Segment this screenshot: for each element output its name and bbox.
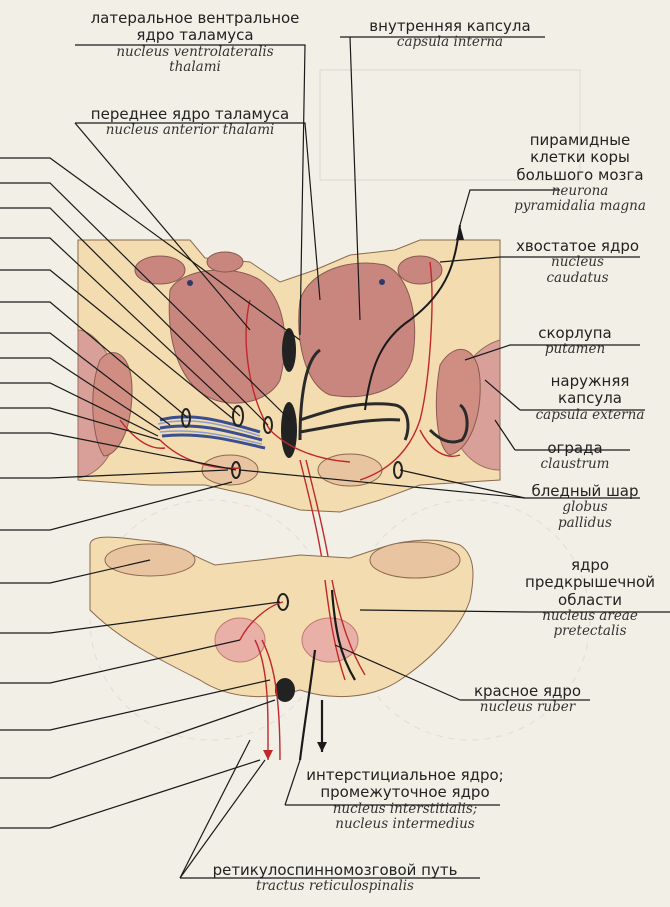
label-ru-line: клетки коры bbox=[495, 149, 665, 166]
label-ru-line: скорлупа bbox=[505, 325, 645, 342]
label-ru-line: внутренняя капсула bbox=[340, 18, 560, 35]
left-lower-nucleus bbox=[202, 455, 258, 485]
label-ru-line: латеральное вентральное bbox=[60, 10, 330, 27]
label-ru-line: красное ядро bbox=[455, 683, 600, 700]
left-top-nucleus bbox=[135, 256, 185, 284]
label-interstitial: интерстициальное ядро; промежуточное ядр… bbox=[285, 767, 525, 833]
label-la-line: thalami bbox=[60, 60, 330, 76]
label-la-line: pallidus bbox=[515, 516, 655, 532]
label-claustrum: ограда claustrum bbox=[510, 440, 640, 473]
label-ru-line: ретикулоспинномозговой путь bbox=[180, 862, 490, 879]
label-ru-line: ядро таламуса bbox=[60, 27, 330, 44]
right-dot bbox=[379, 279, 385, 285]
label-caudate: хвостатое ядро nucleus caudatus bbox=[495, 238, 660, 286]
left-dot bbox=[187, 280, 193, 286]
label-la-line: nucleus ruber bbox=[455, 700, 600, 716]
label-la-line: pretectalis bbox=[515, 624, 665, 640]
label-putamen: скорлупа putamen bbox=[505, 325, 645, 358]
label-ru-line: интерстициальное ядро; bbox=[285, 767, 525, 784]
label-la-line: globus bbox=[515, 500, 655, 516]
label-la-line: nucleus areae bbox=[515, 609, 665, 625]
label-ru-line: переднее ядро таламуса bbox=[65, 106, 315, 123]
label-ru-line: пирамидные bbox=[495, 132, 665, 149]
label-ru-line: ядро bbox=[515, 557, 665, 574]
left-top-nucleus-2 bbox=[207, 252, 243, 272]
label-la-line: caudatus bbox=[495, 271, 660, 287]
label-reticulospinal: ретикулоспинномозговой путь tractus reti… bbox=[180, 862, 490, 895]
label-ru-line: предкрышечной bbox=[515, 574, 665, 591]
label-ru-line: большого мозга bbox=[495, 167, 665, 184]
label-anterior-thalamus: переднее ядро таламуса nucleus anterior … bbox=[65, 106, 315, 139]
label-ru-line: хвостатое ядро bbox=[495, 238, 660, 255]
label-ru-line: капсула bbox=[515, 390, 665, 407]
label-la-line: claustrum bbox=[510, 457, 640, 473]
label-la-line: tractus reticulospinalis bbox=[180, 879, 490, 895]
label-capsula-externa: наружняя капсула capsula externa bbox=[515, 373, 665, 423]
third-ventricle-bottom bbox=[281, 402, 297, 458]
label-la-line: putamen bbox=[505, 342, 645, 358]
label-ru-line: промежуточное ядро bbox=[285, 784, 525, 801]
label-la-line: nucleus ventrolateralis bbox=[60, 45, 330, 61]
label-la-line: capsula externa bbox=[515, 408, 665, 424]
label-ru-line: наружняя bbox=[515, 373, 665, 390]
label-ru-line: области bbox=[515, 592, 665, 609]
label-ru-line: бледный шар bbox=[515, 483, 655, 500]
right-colliculus bbox=[370, 542, 460, 578]
label-ventrolateral-thalamus: латеральное вентральное ядро таламуса nu… bbox=[60, 10, 330, 76]
label-la-line: pyramidalia magna bbox=[495, 199, 665, 215]
right-red-nucleus bbox=[302, 618, 358, 662]
label-red-nucleus: красное ядро nucleus ruber bbox=[455, 683, 600, 716]
right-top-nucleus bbox=[398, 256, 442, 284]
label-la-line: nucleus interstitialis; bbox=[285, 802, 525, 818]
label-la-line: nucleus intermedius bbox=[285, 817, 525, 833]
label-globus-pallidus: бледный шар globus pallidus bbox=[515, 483, 655, 531]
label-la-line: nucleus anterior thalami bbox=[65, 123, 315, 139]
label-la-line: capsula interna bbox=[340, 35, 560, 51]
label-la-line: nucleus bbox=[495, 255, 660, 271]
upper-section-outline bbox=[78, 240, 500, 512]
label-pyramidal-neurons: пирамидные клетки коры большого мозга ne… bbox=[495, 132, 665, 215]
label-pretectal: ядро предкрышечной области nucleus areae… bbox=[515, 557, 665, 640]
label-ru-line: ограда bbox=[510, 440, 640, 457]
third-ventricle-top bbox=[282, 328, 296, 372]
label-la-line: neurona bbox=[495, 184, 665, 200]
label-capsula-interna: внутренняя капсула capsula interna bbox=[340, 18, 560, 51]
